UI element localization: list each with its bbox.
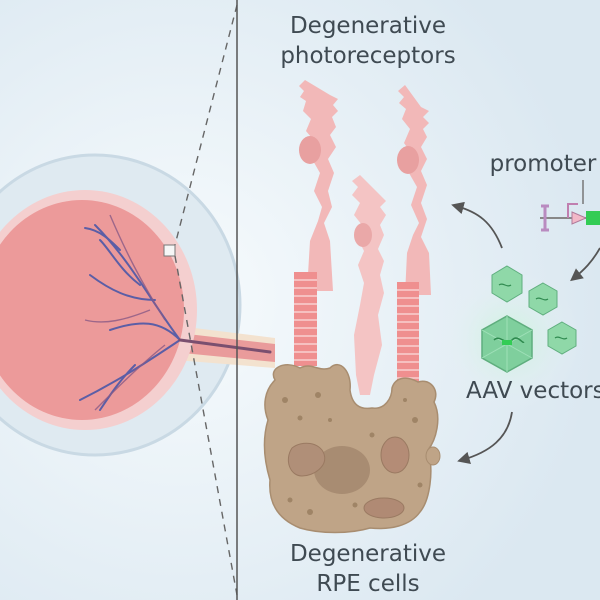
eye-illustration: [0, 153, 275, 457]
arrow-to-rpe: [457, 411, 513, 464]
aav-capsid-1: [491, 265, 523, 303]
rpe-granules: [282, 392, 423, 515]
photoreceptor-right-nucleus: [397, 146, 419, 174]
photoreceptor-right-body: [398, 85, 431, 295]
rpe-label-line2: RPE cells: [316, 570, 420, 597]
zoom-line-top: [174, 4, 238, 246]
aav-capsid-2: [528, 282, 558, 316]
aav-capsid-3: [547, 321, 577, 355]
rpe-nucleus: [314, 446, 370, 494]
rpe-fragment: [425, 446, 441, 466]
aav-vectors-label: AAV vectors: [466, 378, 600, 404]
zoom-box: [163, 244, 176, 257]
rpe-organelle-1: [287, 442, 326, 477]
photoreceptor-left-discs: [294, 279, 317, 361]
photoreceptor-left: [294, 80, 338, 366]
rpe-label-line1: Degenerative: [289, 541, 447, 567]
photoreceptors-label: Degenerative photoreceptors: [258, 12, 478, 72]
photoreceptor-right-outer-segment: [397, 282, 419, 390]
promoter-element: [571, 211, 588, 225]
photoreceptor-left-nucleus: [299, 136, 321, 164]
photoreceptor-middle-body: [352, 175, 386, 395]
promoter-arrow: [567, 203, 578, 218]
retinal-vessels: [79, 224, 272, 411]
eye-retina: [0, 200, 184, 420]
rpe-label: Degenerative RPE cells: [258, 540, 478, 600]
transgene-element: [586, 211, 600, 225]
rpe-organelle-3: [363, 497, 405, 519]
photoreceptor-right: [397, 85, 431, 390]
rpe-cells: [263, 363, 441, 534]
arrow-promoter-to-aav: [570, 247, 600, 282]
promoter-label: promoter: [489, 151, 597, 177]
promoter-construct: [540, 180, 600, 232]
arrow-to-photoreceptors: [451, 201, 503, 249]
photoreceptor-middle: [352, 175, 386, 395]
itr-element: [541, 204, 549, 232]
photoreceptors-label-line2: photoreceptors: [280, 42, 456, 69]
photoreceptors-label-line1: Degenerative: [289, 13, 447, 39]
retinal-vessels-thin: [84, 214, 166, 411]
aav-vectors: [440, 265, 580, 410]
aav-capsid-large: [481, 315, 533, 373]
photoreceptor-left-body: [299, 80, 338, 291]
photoreceptor-middle-nucleus: [354, 223, 372, 247]
rpe-organelle-2: [380, 436, 410, 474]
zoom-line-bottom: [174, 255, 238, 596]
